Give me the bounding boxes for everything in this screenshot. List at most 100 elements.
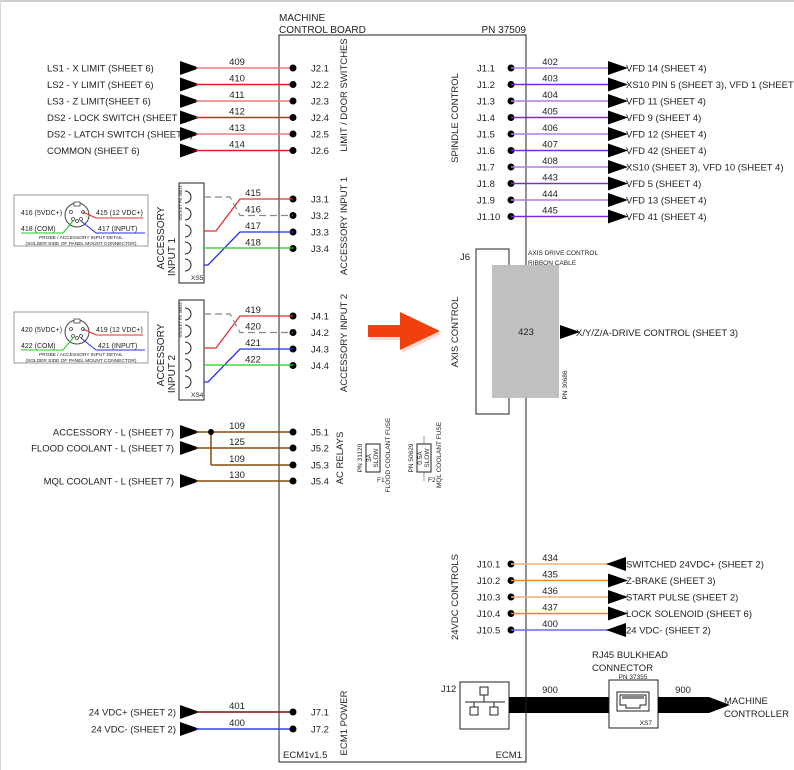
pin-label: J3.1 <box>311 195 329 206</box>
detail-caption: PROBE / ACCESSORY INPUT DETAIL <box>39 352 123 358</box>
input-arrow-icon <box>180 425 200 439</box>
wire-number: 422 <box>245 355 261 366</box>
group-label-ac-relays: AC RELAYS <box>335 432 346 485</box>
ethernet-cable-out <box>658 697 730 713</box>
pin-dot <box>289 81 297 88</box>
detail-pin-com: 418 (COM) <box>21 226 56 233</box>
wire-number: 130 <box>229 470 245 481</box>
output-arrow-icon <box>608 590 628 604</box>
source-label: COMMON (SHEET 6) <box>47 146 140 157</box>
wire-number: 412 <box>229 107 245 118</box>
detail-wire-blue <box>80 220 97 234</box>
input-arrow-icon <box>180 77 200 92</box>
fuse-type: SLOW <box>424 448 431 468</box>
socket-contact-icon <box>184 224 192 238</box>
pin-label: J4.4 <box>311 361 329 372</box>
detail-pin-input: 421 (INPUT) <box>98 343 137 350</box>
pin-label: J2.3 <box>311 97 329 108</box>
connector-pin <box>69 327 73 331</box>
source-label: 24 VDC+ (SHEET 2) <box>89 708 176 719</box>
wire-number: 417 <box>245 221 261 232</box>
ribbon-cable-module <box>492 265 559 398</box>
output-arrow-icon <box>608 61 628 75</box>
pin-dot <box>289 477 297 485</box>
wire-12vdc <box>204 198 293 232</box>
destination-label: XS10 (SHEET 3), VFD 10 (SHEET 4) <box>626 163 784 174</box>
destination-label: Z-BRAKE (SHEET 3) <box>626 576 716 587</box>
detail-caption: PROBE / ACCESSORY INPUT DETAIL <box>39 235 123 241</box>
bulkhead-label-1: RJ45 BULKHEAD <box>592 650 668 661</box>
bulkhead-label-2: CONNECTOR <box>592 663 653 674</box>
group-label-acc2: ACCESSORY INPUT 2 <box>339 294 350 392</box>
din-connector-icon <box>64 319 90 345</box>
socket-part-number: SOCKET PN 38813 <box>178 302 183 338</box>
group-label-spindle: SPINDLE CONTROL <box>450 73 461 163</box>
socket-contact-icon <box>184 375 192 389</box>
destination-label: VFD 13 (SHEET 4) <box>626 196 707 207</box>
rj45-contacts <box>622 696 644 699</box>
rj45-port-icon <box>616 691 650 712</box>
rj45-inner <box>619 694 647 709</box>
wire-number: 409 <box>229 57 245 68</box>
socket-label-line1: ACCESSORY <box>156 206 167 269</box>
pin-dot <box>289 130 297 138</box>
pin-label: J2.4 <box>311 113 329 124</box>
pin-label: J4.1 <box>311 312 329 323</box>
fuse-type: SLOW <box>373 448 380 468</box>
input-arrow-icon <box>180 127 200 141</box>
pin-label: J1.1 <box>477 64 495 75</box>
output-arrow-icon <box>608 209 628 224</box>
ribbon-cable-label-1: AXIS DRIVE CONTROL <box>528 250 598 257</box>
pin-label: J1.8 <box>477 179 495 190</box>
fuse-body <box>365 443 381 473</box>
wire-5vdc <box>204 313 293 334</box>
accessory-row: J4.4 422 <box>245 355 329 373</box>
wire-number: 408 <box>542 156 558 167</box>
connector-key <box>73 318 81 324</box>
source-label: LS2 - Y LIMIT (SHEET 6) <box>47 80 153 91</box>
wire-number: 407 <box>542 140 558 151</box>
wire-number: 436 <box>542 586 558 597</box>
fuse-rating: 3A <box>366 453 373 462</box>
output-arrow-icon <box>608 77 628 92</box>
wire-com <box>204 247 294 249</box>
socket-body <box>178 299 205 401</box>
board-title-line1: MACHINE <box>279 13 325 24</box>
pin-label: J5.2 <box>311 444 329 455</box>
wire-number: 405 <box>542 107 558 118</box>
axis-wire-number: 423 <box>518 327 534 338</box>
pin-dot <box>289 114 297 121</box>
connector-pin <box>79 334 83 338</box>
output-arrow-icon <box>608 193 628 207</box>
probe-detail-box: 420 (5VDC+)419 (12 VDC+)422 (COM)421 (IN… <box>13 311 149 364</box>
wire-number: 401 <box>229 701 245 712</box>
pin-label: J10.2 <box>477 576 500 587</box>
socket-contact-icon <box>184 358 192 372</box>
socket-contact-icon <box>184 190 192 204</box>
wire-number: 444 <box>542 189 558 200</box>
input-arrow-icon <box>180 705 200 719</box>
detail-pin-5vdc: 420 (5VDC+) <box>21 327 62 334</box>
detail-wire-red <box>82 211 97 219</box>
pin-label: J10.4 <box>477 609 500 620</box>
input-arrow-icon <box>180 61 200 75</box>
socket-contact-icon <box>184 307 192 321</box>
page-top-border <box>0 0 794 2</box>
detail-pin-12vdc: 415 (12 VDC+) <box>96 210 143 217</box>
accessory-input-1-group: 416 (5VDC+)415 (12 VDC+)418 (COM)417 (IN… <box>13 177 350 284</box>
socket-contact-icon <box>184 207 192 221</box>
ribbon-cable-part-number: PN 30686 <box>562 370 569 399</box>
